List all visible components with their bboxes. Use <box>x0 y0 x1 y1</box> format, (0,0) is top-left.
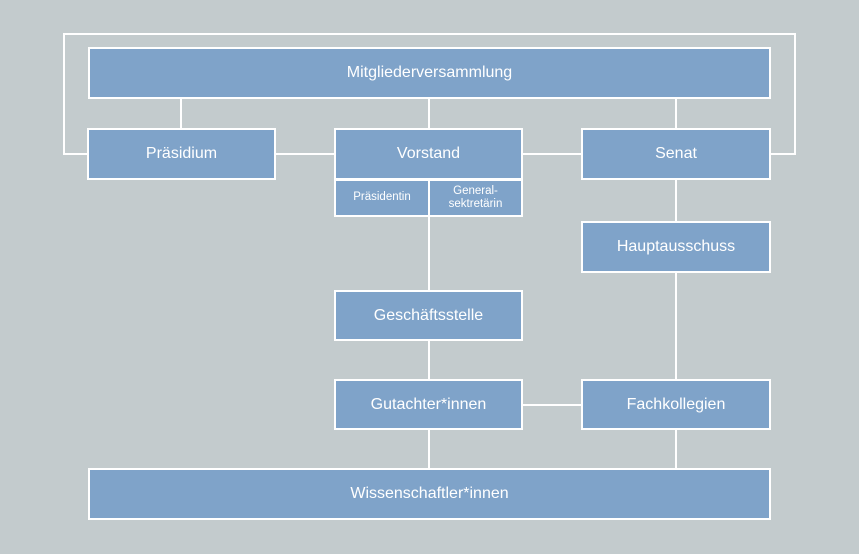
outer-frame-right-stub <box>770 153 796 155</box>
node-geschaeftsstelle-label: Geschäftsstelle <box>373 306 484 324</box>
connector-mv-vorstand <box>428 98 430 129</box>
node-senat-label: Senat <box>655 145 697 163</box>
node-mitgliederversammlung: Mitgliederversammlung <box>88 47 771 99</box>
node-fachkollegien-label: Fachkollegien <box>626 395 726 413</box>
node-praesidium-label: Präsidium <box>145 145 218 163</box>
connector-gutachter-wissenschaftler <box>428 429 430 470</box>
connector-hauptausschuss-fachkollegien <box>675 272 677 381</box>
connector-fachkollegien-wissenschaftler <box>675 429 677 470</box>
connector-geschaeftsstelle-gutachter <box>428 340 430 381</box>
node-geschaeftsstelle: Geschäftsstelle <box>334 290 523 341</box>
node-hauptausschuss: Hauptausschuss <box>581 221 771 273</box>
node-gutachter-label: Gutachter*innen <box>370 395 487 413</box>
node-generalsekretaerin: General- sektretärin <box>428 179 523 217</box>
node-fachkollegien: Fachkollegien <box>581 379 771 430</box>
node-gutachter: Gutachter*innen <box>334 379 523 430</box>
node-praesidentin-label: Präsidentin <box>353 191 411 204</box>
connector-mv-praesidium <box>180 98 182 129</box>
node-praesidentin: Präsidentin <box>334 179 430 217</box>
node-vorstand: Vorstand <box>334 128 523 180</box>
node-mitgliederversammlung-label: Mitgliederversammlung <box>346 64 513 82</box>
node-wissenschaftler: Wissenschaftler*innen <box>88 468 771 520</box>
connector-praesidium-vorstand <box>275 153 335 155</box>
node-vorstand-label: Vorstand <box>396 145 461 163</box>
connector-senat-hauptausschuss <box>675 179 677 222</box>
node-praesidium: Präsidium <box>87 128 276 180</box>
connector-vorstand-geschaeftsstelle <box>428 216 430 292</box>
outer-frame-top <box>63 33 796 35</box>
connector-vorstand-senat <box>522 153 582 155</box>
outer-frame-left <box>63 33 65 155</box>
node-hauptausschuss-label: Hauptausschuss <box>616 238 736 256</box>
connector-gutachter-fachkollegien <box>522 404 582 406</box>
connector-mv-senat <box>675 98 677 129</box>
node-wissenschaftler-label: Wissenschaftler*innen <box>350 485 509 503</box>
node-senat: Senat <box>581 128 771 180</box>
outer-frame-left-stub <box>63 153 89 155</box>
outer-frame-right <box>794 33 796 155</box>
node-generalsekretaerin-label: General- sektretärin <box>448 184 503 210</box>
